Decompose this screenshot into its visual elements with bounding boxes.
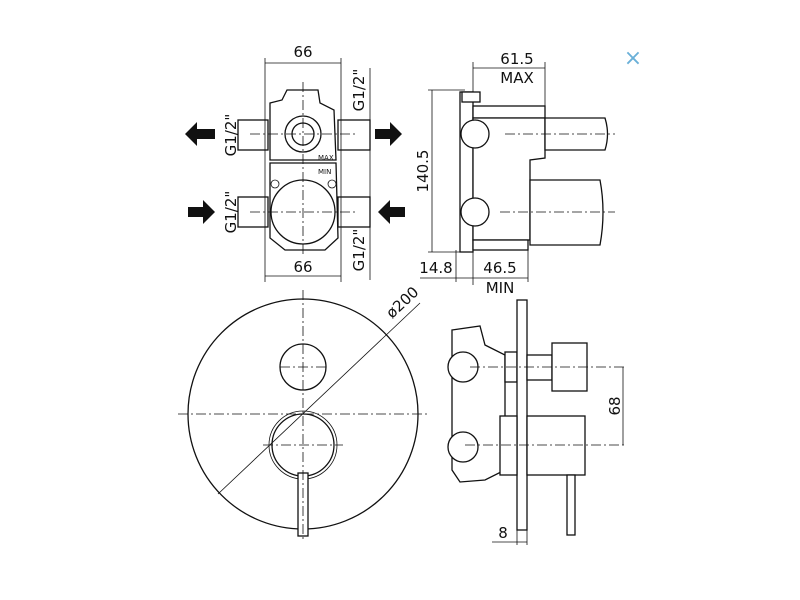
max-mark: MAX — [318, 154, 334, 162]
plate-offset-dimension: 14.8 — [419, 259, 452, 277]
thread-label: G1/2" — [222, 191, 240, 234]
outlet-arrow-icon — [185, 122, 215, 146]
height-dimension: 140.5 — [414, 150, 432, 193]
width-bottom-dimension: 66 — [293, 258, 312, 276]
spacing-dimension: 68 — [606, 396, 624, 415]
thread-label: G1/2" — [350, 229, 368, 272]
width-top-dimension: 66 — [293, 43, 312, 61]
depth-max-label: MAX — [500, 69, 533, 87]
cover-plate-front-view: ø200 — [178, 283, 428, 540]
diameter-dimension: ø200 — [382, 283, 422, 322]
inlet-arrow-icon — [188, 200, 215, 224]
outlet-arrow-icon — [375, 122, 402, 146]
valve-body-front-view: MAX MIN 66 66 G1/2" G1/2" G1/2" G1/2" — [185, 43, 405, 282]
assembly-side-view: 68 8 — [447, 299, 625, 545]
valve-body-side-view: 61.5 MAX 140.5 14.8 46.5 MIN — [414, 50, 615, 297]
depth-max-dimension: 61.5 — [500, 50, 533, 68]
depth-min-dimension: 46.5 — [483, 259, 516, 277]
min-mark: MIN — [318, 168, 331, 176]
plate-thickness-dimension: 8 — [498, 524, 508, 542]
thread-label: G1/2" — [350, 69, 368, 112]
inlet-arrow-icon — [378, 200, 405, 224]
thread-label: G1/2" — [222, 114, 240, 157]
close-icon[interactable]: × — [623, 46, 643, 71]
depth-min-label: MIN — [486, 279, 515, 297]
